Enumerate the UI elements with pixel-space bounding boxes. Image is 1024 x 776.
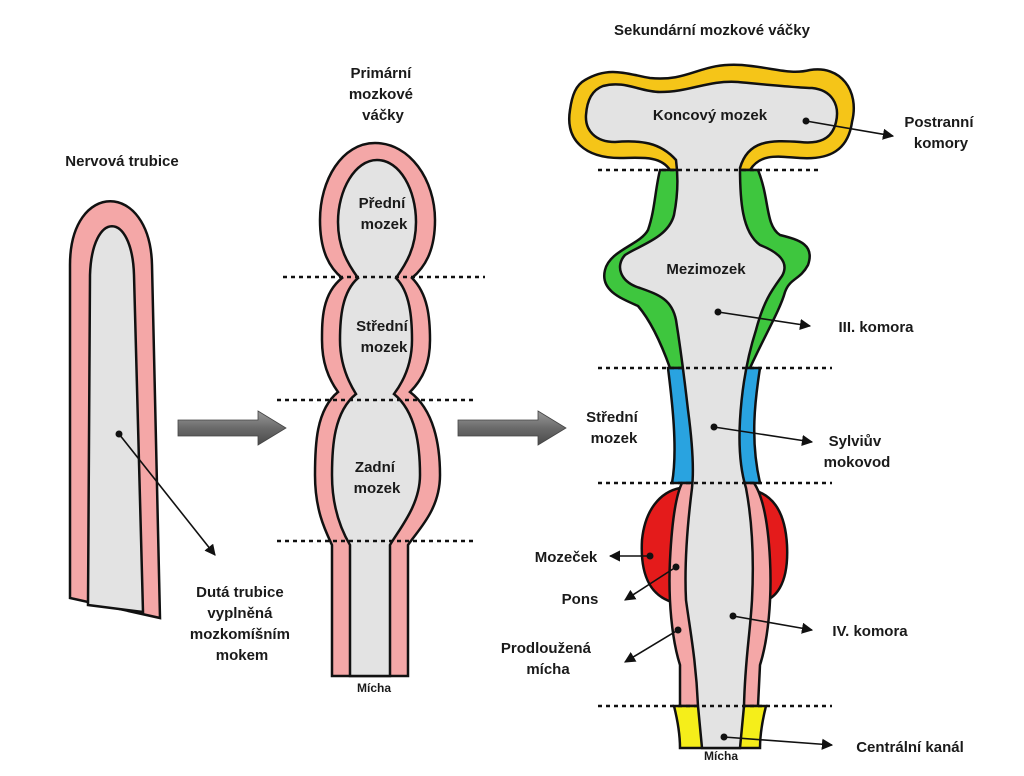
pointer-lines [608, 117, 895, 750]
neural-tube-lumen [86, 225, 145, 614]
primary-midbrain-label: Střední mozek [356, 318, 412, 356]
pons-label: Pons [562, 591, 599, 608]
tube-lumen-callout: Dutá trubice vyplněná mozkomíšním mokem [190, 584, 294, 664]
right-arrow-icon [457, 410, 567, 446]
central-canal-label: Centrální kanál [856, 739, 964, 756]
primary-spinal-label: Mícha [357, 681, 391, 695]
right-arrow-icon [177, 410, 287, 446]
aqueduct-label: Sylviův mokovod [824, 433, 891, 471]
telencephalon-label: Koncový mozek [653, 107, 768, 124]
medulla-label: Prodloužená mícha [501, 640, 595, 678]
diencephalon-label: Mezimozek [666, 261, 746, 278]
primary-vesicles-title: Primární mozkové váčky [349, 65, 417, 124]
secondary-midbrain-label: Střední mozek [586, 409, 642, 447]
neural-tube-title: Nervová trubice [65, 153, 178, 170]
cerebellum-label: Mozeček [535, 549, 598, 566]
secondary-vesicles [567, 63, 855, 750]
fourth-ventricle-label: IV. komora [832, 623, 908, 640]
primary-vesicles [277, 141, 485, 678]
secondary-vesicles-title: Sekundární mozkové váčky [614, 22, 811, 39]
secondary-spinal-label: Mícha [704, 749, 738, 763]
secondary-vesicles-lumen [584, 80, 839, 750]
hindbrain-label: Zadní mozek [354, 459, 401, 497]
forebrain-label: Přední mozek [359, 195, 410, 233]
third-ventricle-label: III. komora [838, 319, 914, 336]
neural-tube [68, 200, 216, 620]
lateral-ventricles-label: Postranní komory [904, 114, 977, 152]
